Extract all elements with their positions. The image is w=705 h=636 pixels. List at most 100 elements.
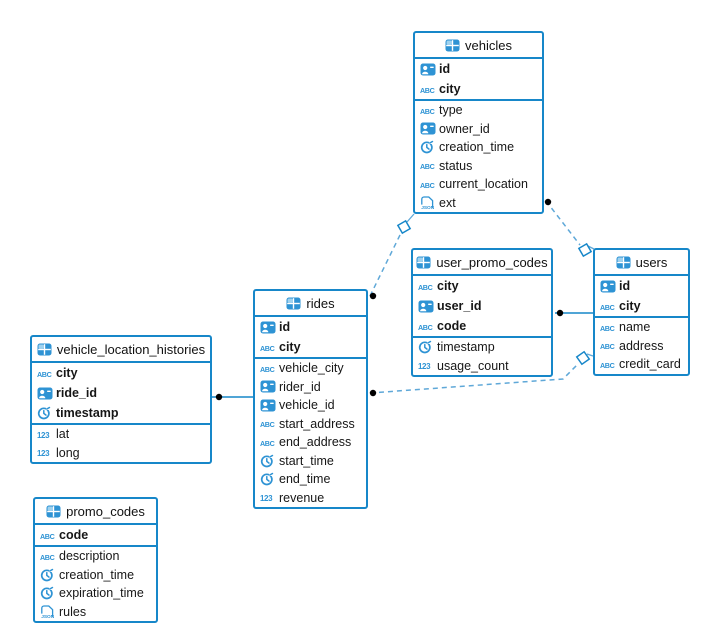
table-grid-icon	[286, 297, 301, 310]
field-name: start_address	[279, 416, 355, 431]
abc-icon: ABC	[600, 301, 619, 312]
field-name: type	[439, 103, 463, 118]
relation-rides-vehicles	[369, 213, 415, 300]
svg-text:ABC: ABC	[260, 439, 275, 448]
table-header[interactable]: rides	[255, 291, 366, 317]
svg-text:123: 123	[260, 494, 273, 503]
field-row-id[interactable]: id	[415, 59, 542, 79]
field-name: status	[439, 158, 473, 173]
field-name: end_address	[279, 435, 352, 450]
field-row-status[interactable]: ABC status	[415, 157, 542, 176]
clock-icon	[418, 340, 437, 354]
field-row-lat[interactable]: 123 lat	[32, 425, 210, 444]
abc-icon: ABC	[420, 84, 439, 95]
clock-icon	[260, 472, 279, 486]
svg-text:ABC: ABC	[420, 181, 435, 190]
table-grid-icon	[616, 256, 631, 269]
svg-text:123: 123	[37, 431, 50, 440]
field-name: timestamp	[437, 340, 495, 355]
svg-text:JSON: JSON	[41, 614, 55, 619]
field-name: id	[619, 279, 631, 293]
field-row-start_address[interactable]: ABC start_address	[255, 415, 366, 434]
field-row-rider_id[interactable]: rider_id	[255, 378, 366, 397]
field-name: long	[56, 445, 80, 460]
svg-text:ABC: ABC	[418, 323, 433, 332]
field-row-creation_time[interactable]: creation_time	[35, 566, 156, 585]
field-row-user_id[interactable]: user_id	[413, 296, 551, 316]
table-title: users	[635, 254, 668, 270]
123-icon: 123	[260, 492, 279, 503]
123-icon: 123	[418, 360, 437, 371]
abc-icon: ABC	[600, 359, 619, 370]
field-name: lat	[56, 427, 70, 442]
table-header[interactable]: user_promo_codes	[413, 250, 551, 276]
table-grid-icon	[445, 39, 460, 52]
table-header[interactable]: vehicles	[415, 33, 542, 59]
field-name: owner_id	[439, 121, 490, 136]
field-row-timestamp[interactable]: timestamp	[32, 403, 210, 423]
field-row-owner_id[interactable]: owner_id	[415, 120, 542, 139]
abc-icon: ABC	[40, 530, 59, 541]
field-row-expiration_time[interactable]: expiration_time	[35, 584, 156, 603]
field-row-creation_time[interactable]: creation_time	[415, 138, 542, 157]
table-header[interactable]: users	[595, 250, 688, 276]
field-row-timestamp[interactable]: timestamp	[413, 338, 551, 357]
table-header[interactable]: vehicle_location_histories	[32, 337, 210, 363]
field-name: city	[56, 366, 78, 380]
table-title: user_promo_codes	[436, 254, 548, 270]
field-row-id[interactable]: id	[255, 317, 366, 337]
field-row-ride_id[interactable]: ride_id	[32, 383, 210, 403]
field-row-end_address[interactable]: ABC end_address	[255, 433, 366, 452]
field-row-end_time[interactable]: end_time	[255, 470, 366, 489]
field-name: city	[439, 82, 461, 96]
field-row-vehicle_id[interactable]: vehicle_id	[255, 396, 366, 415]
person-badge-icon	[420, 122, 439, 135]
svg-text:ABC: ABC	[260, 344, 275, 353]
field-name: user_id	[437, 299, 482, 313]
field-row-id[interactable]: id	[595, 276, 688, 296]
abc-icon: ABC	[260, 437, 279, 448]
field-name: rider_id	[279, 379, 321, 394]
svg-text:ABC: ABC	[600, 342, 615, 351]
field-name: id	[279, 320, 291, 334]
svg-text:ABC: ABC	[420, 162, 435, 171]
abc-icon: ABC	[260, 342, 279, 353]
field-row-start_time[interactable]: start_time	[255, 452, 366, 471]
person-badge-icon	[600, 280, 619, 293]
abc-icon: ABC	[260, 418, 279, 429]
abc-icon: ABC	[420, 179, 439, 190]
table-header[interactable]: promo_codes	[35, 499, 156, 525]
svg-text:ABC: ABC	[40, 532, 55, 541]
svg-text:ABC: ABC	[260, 420, 275, 429]
